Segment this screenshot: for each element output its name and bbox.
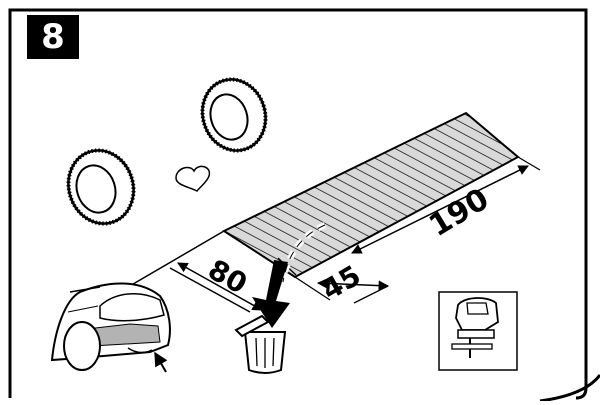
trash-bin-icon [234, 314, 287, 374]
heart-outline-icon [175, 165, 211, 192]
offset-dimension-label: 45 [316, 259, 366, 307]
spare-tire-icon [200, 77, 268, 153]
step-number-badge: 8 [27, 15, 79, 59]
width-dimension-label: 80 [203, 253, 253, 301]
length-dimension-line [351, 165, 529, 254]
width-dimension-line [177, 262, 263, 311]
floor-edge [127, 230, 225, 288]
car-rear-icon [50, 282, 171, 371]
frame-corner-curl [539, 374, 600, 403]
frame-border [8, 8, 588, 400]
jigsaw-tool-icon [438, 291, 518, 371]
discard-arrow [252, 260, 290, 328]
offset-dimension-line [316, 278, 390, 291]
spare-tire-icon [66, 148, 136, 226]
tow-point-arrow [154, 351, 168, 373]
